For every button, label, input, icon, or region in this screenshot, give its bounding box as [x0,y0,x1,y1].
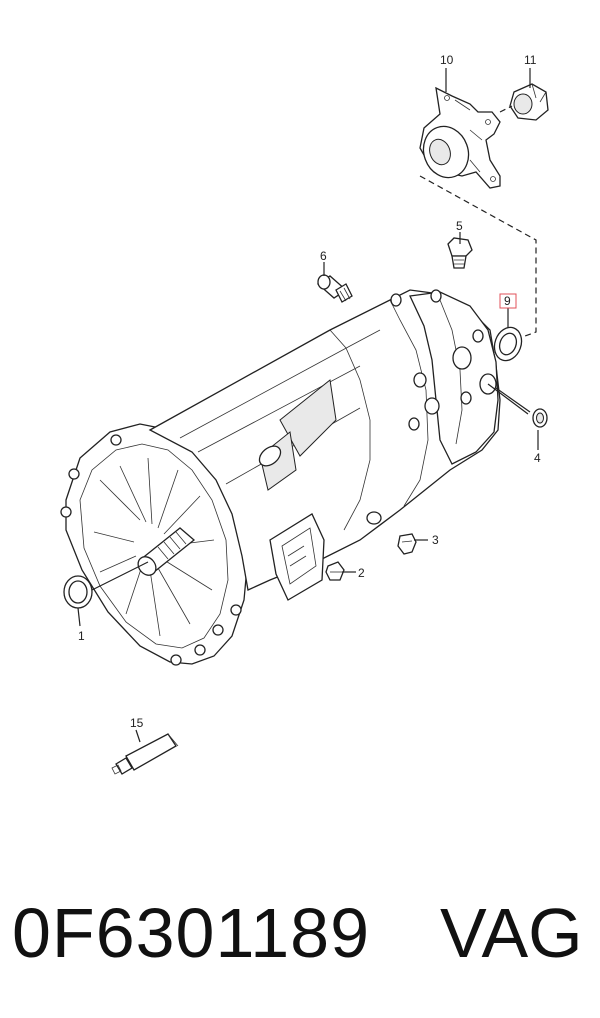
callout-2: 2 [358,566,365,580]
callout-9: 9 [504,294,511,308]
callout-6: 6 [320,249,327,263]
transmission-housing [60,289,501,666]
brand-name: VAG [440,894,583,972]
callout-1: 1 [78,629,85,643]
plug-part-3 [397,533,417,555]
seal-part-4 [532,408,548,428]
leader-lines [77,68,539,743]
callout-15: 15 [130,716,144,730]
sealant-tube-part-15 [111,733,179,775]
flange-part-10 [419,86,501,189]
callout-3: 3 [432,533,439,547]
assembly-line-nut [499,105,513,113]
callout-9-highlight-box [499,293,517,309]
callout-5: 5 [456,219,463,233]
nut-part-11 [509,83,549,121]
seal-ring-part-9 [493,326,523,362]
callout-4: 4 [534,451,541,465]
breather-part-5 [447,237,473,269]
rear-bosses [390,289,497,431]
part-number: 0F6301189 [12,894,371,972]
drain-plug-part-2 [325,561,345,581]
callout-10: 10 [440,53,454,67]
callout-11: 11 [524,53,537,67]
switch-part-6 [316,274,353,303]
shaft-seal-part-1 [63,575,93,609]
